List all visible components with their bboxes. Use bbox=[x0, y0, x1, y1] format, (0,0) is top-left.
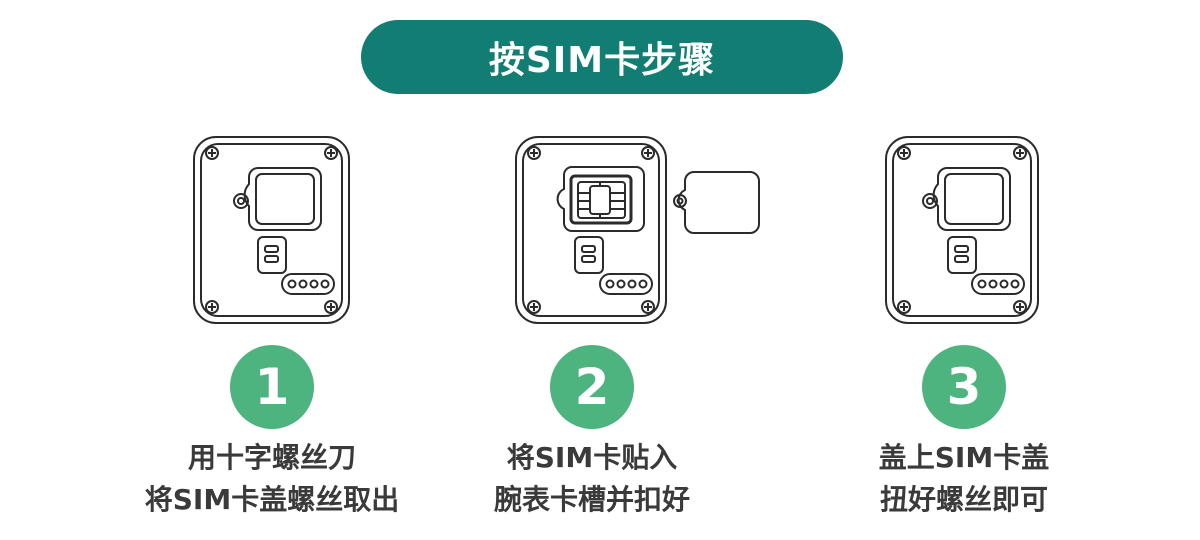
caption-line-1: 盖上SIM卡盖 bbox=[878, 441, 1050, 474]
page-title: 按SIM卡步骤 bbox=[488, 40, 716, 81]
title-banner: 按SIM卡步骤 bbox=[361, 20, 843, 94]
step-number-badge: 2 bbox=[550, 345, 634, 429]
screw-icon bbox=[527, 146, 655, 314]
caption-line-2: 腕表卡槽并扣好 bbox=[493, 483, 690, 516]
removed-sim-cover bbox=[677, 171, 760, 234]
caption-line-2: 扭好螺丝即可 bbox=[879, 483, 1048, 516]
step-3: 3 盖上SIM卡盖 扭好螺丝即可 bbox=[804, 135, 1124, 535]
screw-icon bbox=[205, 146, 338, 314]
watch-back-open-sim-illustration bbox=[515, 136, 760, 324]
watch-back-closed-illustration bbox=[885, 136, 1039, 324]
step-number-badge: 1 bbox=[230, 345, 314, 429]
caption-line-1: 将SIM卡贴入 bbox=[506, 441, 678, 474]
step-caption: 盖上SIM卡盖 扭好螺丝即可 bbox=[804, 437, 1124, 521]
caption-line-2: 将SIM卡盖螺丝取出 bbox=[144, 483, 400, 516]
screw-icon bbox=[897, 146, 1027, 314]
step-caption: 将SIM卡贴入 腕表卡槽并扣好 bbox=[432, 437, 752, 521]
watch-back-closed-illustration bbox=[193, 136, 350, 324]
step-2: 2 将SIM卡贴入 腕表卡槽并扣好 bbox=[432, 135, 760, 535]
step-number-badge: 3 bbox=[922, 345, 1006, 429]
step-1: 1 用十字螺丝刀 将SIM卡盖螺丝取出 bbox=[112, 135, 432, 535]
step-caption: 用十字螺丝刀 将SIM卡盖螺丝取出 bbox=[112, 437, 432, 521]
caption-line-1: 用十字螺丝刀 bbox=[187, 441, 356, 474]
